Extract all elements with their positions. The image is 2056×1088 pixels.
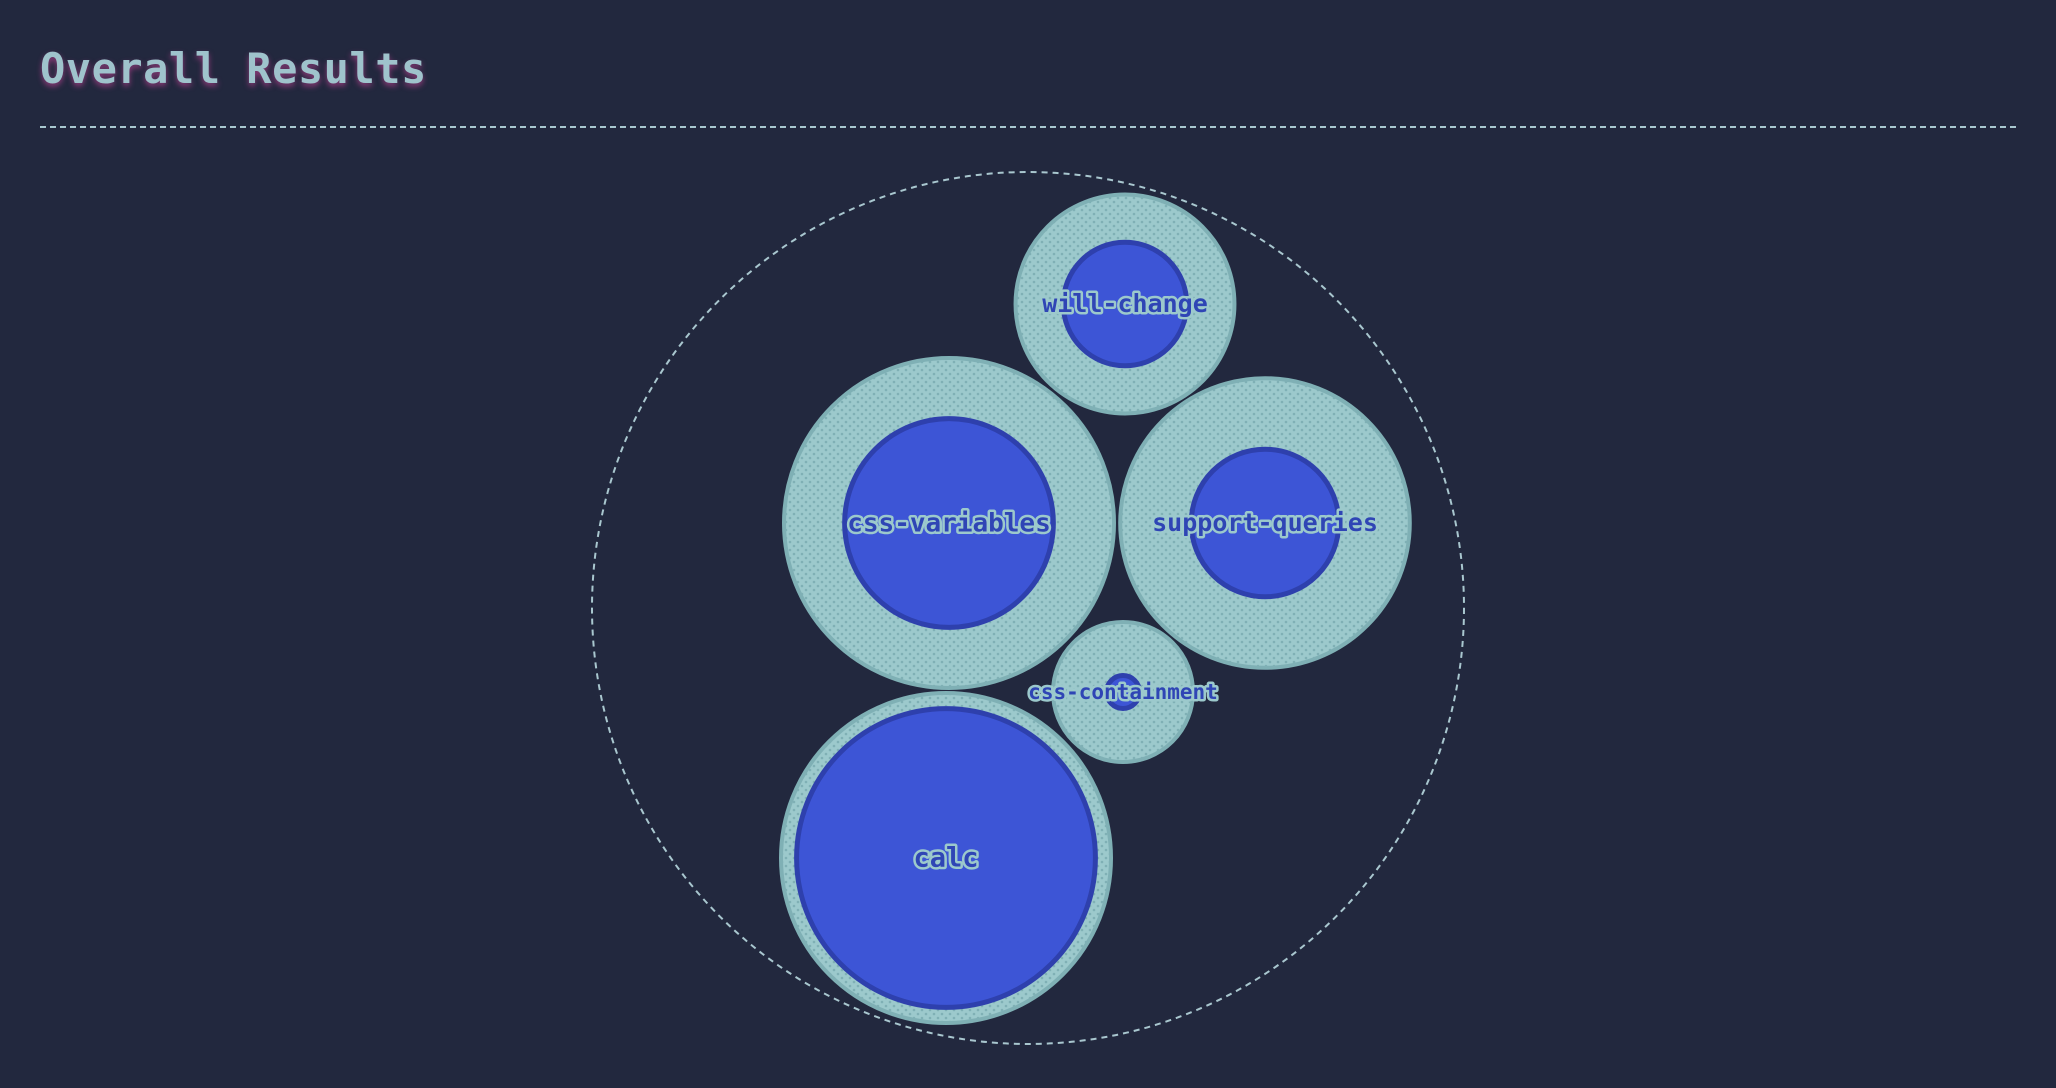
bubble-label-css-variables: css-variables (847, 509, 1051, 539)
bubble-calc-value (794, 706, 1098, 1010)
pack-boundary (591, 171, 1465, 1045)
bubble-support-queries-value (1188, 446, 1342, 600)
bubble-label-css-containment: css-containment (1028, 680, 1218, 704)
page-title: Overall Results (40, 44, 427, 93)
bubble-label-calc: calc (913, 843, 978, 874)
bubble-label-support-queries: support-queries (1152, 508, 1378, 537)
title-divider (40, 126, 2016, 128)
bubble-will-change-value (1060, 239, 1190, 369)
bubble-css-containment-value (1104, 673, 1142, 711)
bubble-css-variables-value (842, 416, 1056, 630)
bubble-label-will-change: will-change (1042, 289, 1208, 318)
